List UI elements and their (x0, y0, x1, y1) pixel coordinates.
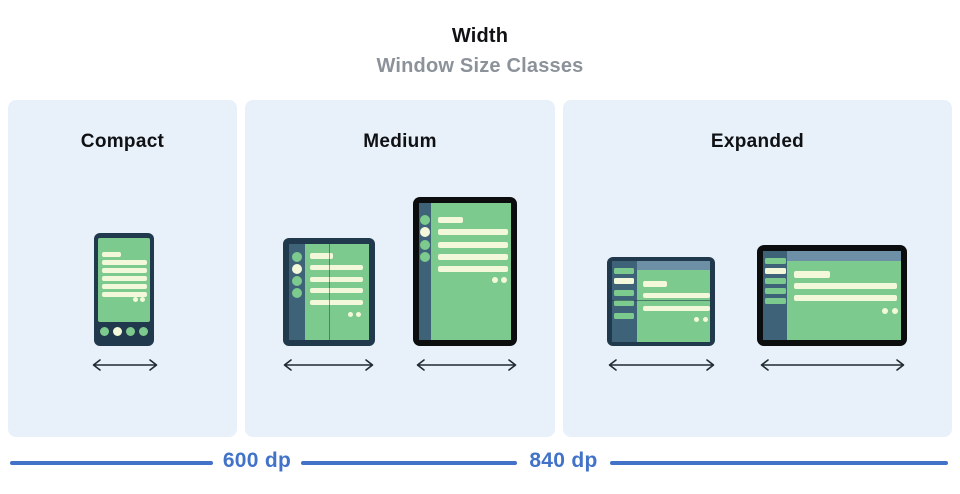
ruler-600dp-label: 600 dp (222, 449, 292, 472)
ruler-segment (301, 461, 517, 465)
app-topbar (787, 251, 901, 261)
laptop-landscape-illustration (757, 245, 907, 346)
tablet-portrait-illustration (413, 197, 517, 346)
ruler-840dp-label: 840 dp (529, 449, 598, 472)
fold-crease (329, 243, 330, 341)
diagram-subtitle: Window Size Classes (376, 55, 584, 77)
laptop-screen (787, 251, 901, 340)
panel-compact-label: Compact (80, 131, 165, 152)
width-arrow-icon (92, 359, 158, 371)
foldable-landscape-illustration (607, 257, 715, 346)
fold-crease (607, 300, 715, 301)
phone-illustration (94, 233, 154, 346)
foldable-landscape-sidebar (612, 261, 637, 342)
foldable-sidebar (289, 244, 305, 340)
panel-medium-label: Medium (363, 131, 437, 152)
tablet-sidebar (419, 203, 431, 340)
ruler-segment (610, 461, 948, 465)
width-arrow-icon (283, 359, 374, 371)
foldable-landscape-screen (637, 261, 710, 342)
ruler-segment (10, 461, 213, 465)
diagram-title: Width (451, 25, 509, 47)
panel-medium: Medium (245, 100, 555, 437)
phone-screen (98, 238, 150, 322)
laptop-sidebar (763, 251, 787, 340)
app-topbar (637, 261, 710, 270)
foldable-open-illustration (283, 238, 375, 346)
tablet-screen (431, 203, 511, 340)
width-arrow-icon (608, 359, 715, 371)
panel-expanded: Expanded (563, 100, 952, 437)
foldable-screen (305, 244, 369, 340)
width-arrow-icon (760, 359, 905, 371)
panel-expanded-label: Expanded (710, 131, 805, 152)
width-arrow-icon (416, 359, 517, 371)
panel-compact: Compact (8, 100, 237, 437)
